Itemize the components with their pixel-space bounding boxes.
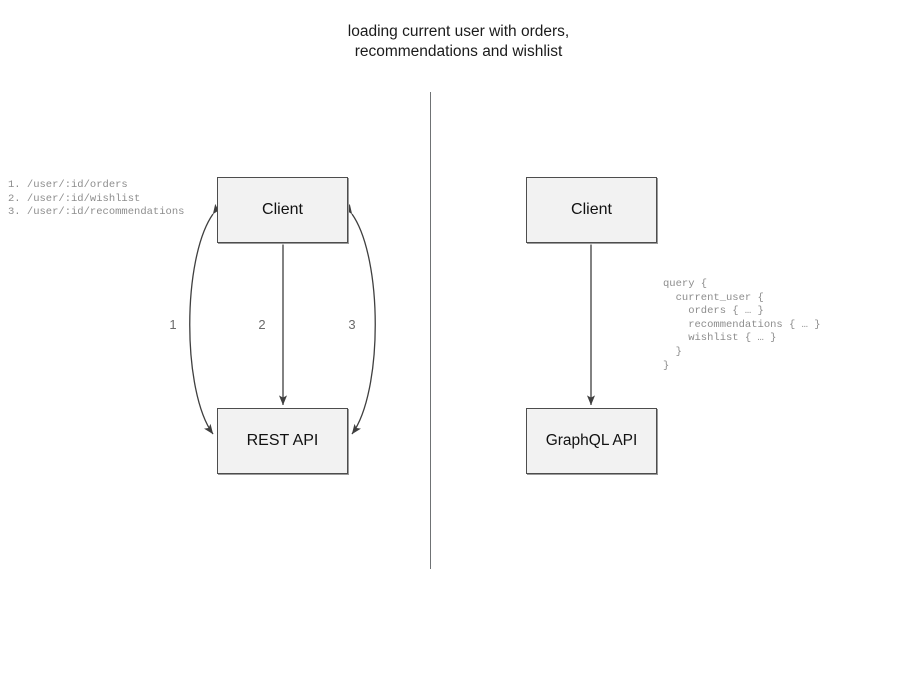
curve-label-1: 1 <box>169 317 177 332</box>
rest-endpoint-list: 1. /user/:id/orders 2. /user/:id/wishlis… <box>8 179 185 219</box>
vertical-divider <box>430 92 431 569</box>
node-graphql-client[interactable]: Client <box>526 177 657 243</box>
curve-label-2: 2 <box>258 317 266 332</box>
graphql-query-snippet: query { current_user { orders { … } reco… <box>663 278 821 372</box>
curve-label-3: 3 <box>348 317 356 332</box>
node-graphql-api[interactable]: GraphQL API <box>526 408 657 474</box>
node-rest-client-label: Client <box>262 201 303 218</box>
node-graphql-client-label: Client <box>571 201 612 218</box>
node-graphql-api-label: GraphQL API <box>545 432 638 449</box>
node-rest-client[interactable]: Client <box>217 177 348 243</box>
node-rest-api[interactable]: REST API <box>217 408 348 474</box>
page-title: loading current user with orders, recomm… <box>347 23 570 60</box>
arrow-curve-1 <box>189 203 222 435</box>
node-rest-api-label: REST API <box>246 432 319 449</box>
